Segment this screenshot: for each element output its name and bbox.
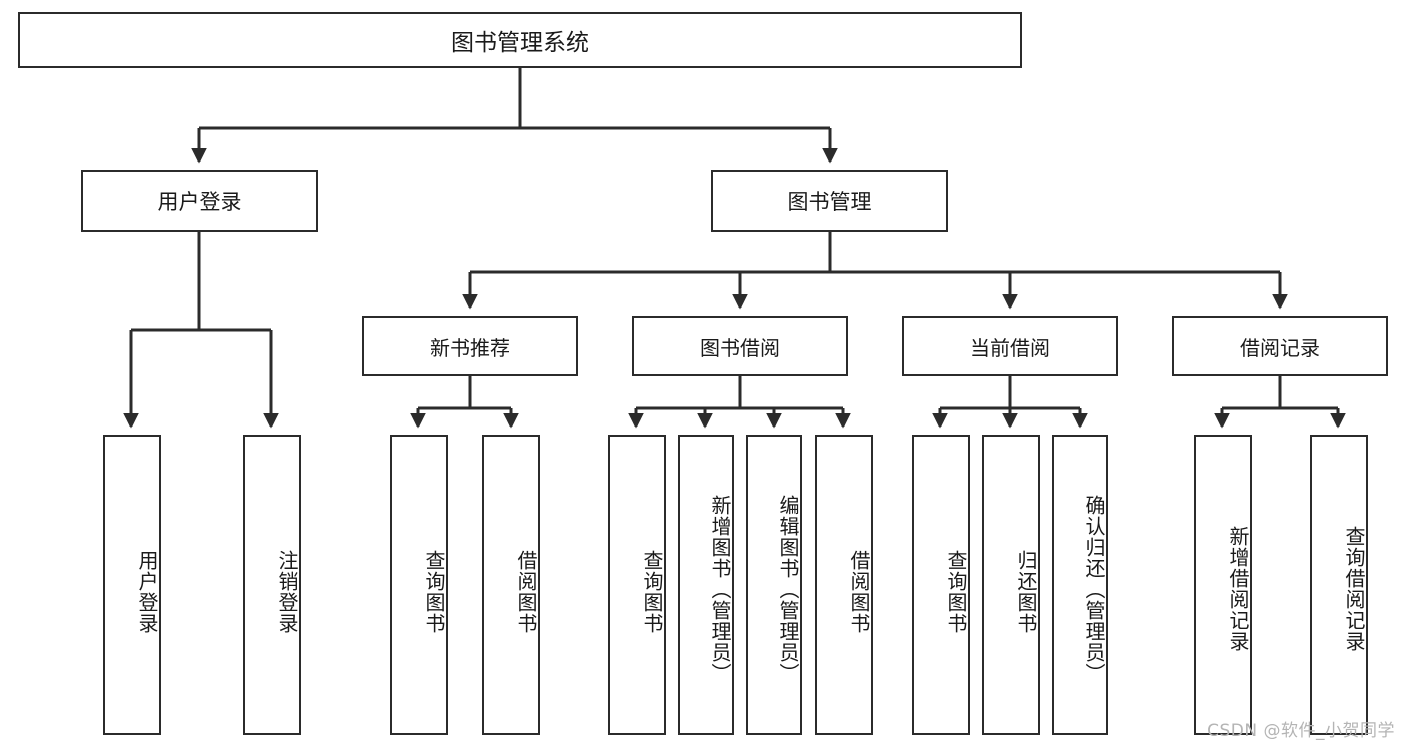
node-leaf-add-borrow-record[interactable]: 新增借阅记录 <box>1194 435 1252 735</box>
node-leaf-query-book-3-label: 查询图书 <box>944 550 968 634</box>
node-leaf-add-book-admin[interactable]: 新增图书（管理员） <box>678 435 734 735</box>
node-leaf-add-book-admin-label: 新增图书（管理员） <box>708 494 732 684</box>
node-leaf-borrow-book-1[interactable]: 借阅图书 <box>482 435 540 735</box>
node-borrow-record-label: 借阅记录 <box>1240 335 1320 360</box>
node-book-borrow-label: 图书借阅 <box>700 335 780 360</box>
node-leaf-query-borrow-record-label: 查询借阅记录 <box>1342 526 1366 652</box>
node-leaf-edit-book-admin-label: 编辑图书（管理员） <box>776 494 800 684</box>
node-leaf-query-book-3[interactable]: 查询图书 <box>912 435 970 735</box>
node-leaf-query-book-1-label: 查询图书 <box>422 550 446 634</box>
node-current-borrow-label: 当前借阅 <box>970 335 1050 360</box>
node-leaf-query-book-1[interactable]: 查询图书 <box>390 435 448 735</box>
node-leaf-borrow-book-1-label: 借阅图书 <box>514 550 538 634</box>
node-leaf-user-login-label: 用户登录 <box>135 550 159 634</box>
csdn-watermark: CSDN @软件_小贺同学 <box>1207 721 1395 741</box>
node-user-login-label: 用户登录 <box>157 190 242 214</box>
node-current-borrow[interactable]: 当前借阅 <box>902 316 1118 376</box>
node-book-management[interactable]: 图书管理 <box>711 170 948 232</box>
node-root-system[interactable]: 图书管理系统 <box>18 12 1022 68</box>
node-leaf-logout-login[interactable]: 注销登录 <box>243 435 301 735</box>
node-leaf-query-borrow-record[interactable]: 查询借阅记录 <box>1310 435 1368 735</box>
node-leaf-return-book-label: 归还图书 <box>1014 550 1038 634</box>
node-new-book-recommend[interactable]: 新书推荐 <box>362 316 578 376</box>
node-borrow-record[interactable]: 借阅记录 <box>1172 316 1388 376</box>
node-leaf-edit-book-admin[interactable]: 编辑图书（管理员） <box>746 435 802 735</box>
node-user-login[interactable]: 用户登录 <box>81 170 318 232</box>
node-leaf-confirm-return-admin[interactable]: 确认归还（管理员） <box>1052 435 1108 735</box>
node-book-borrow[interactable]: 图书借阅 <box>632 316 848 376</box>
node-leaf-confirm-return-admin-label: 确认归还（管理员） <box>1082 494 1106 684</box>
node-leaf-user-login[interactable]: 用户登录 <box>103 435 161 735</box>
node-leaf-borrow-book-2[interactable]: 借阅图书 <box>815 435 873 735</box>
node-leaf-query-book-2[interactable]: 查询图书 <box>608 435 666 735</box>
node-root-label: 图书管理系统 <box>451 30 589 56</box>
node-leaf-add-borrow-record-label: 新增借阅记录 <box>1226 526 1250 652</box>
node-leaf-logout-login-label: 注销登录 <box>275 550 299 634</box>
node-leaf-borrow-book-2-label: 借阅图书 <box>847 550 871 634</box>
node-leaf-query-book-2-label: 查询图书 <box>640 550 664 634</box>
node-new-book-recommend-label: 新书推荐 <box>430 335 510 360</box>
node-leaf-return-book[interactable]: 归还图书 <box>982 435 1040 735</box>
node-book-management-label: 图书管理 <box>787 190 872 214</box>
